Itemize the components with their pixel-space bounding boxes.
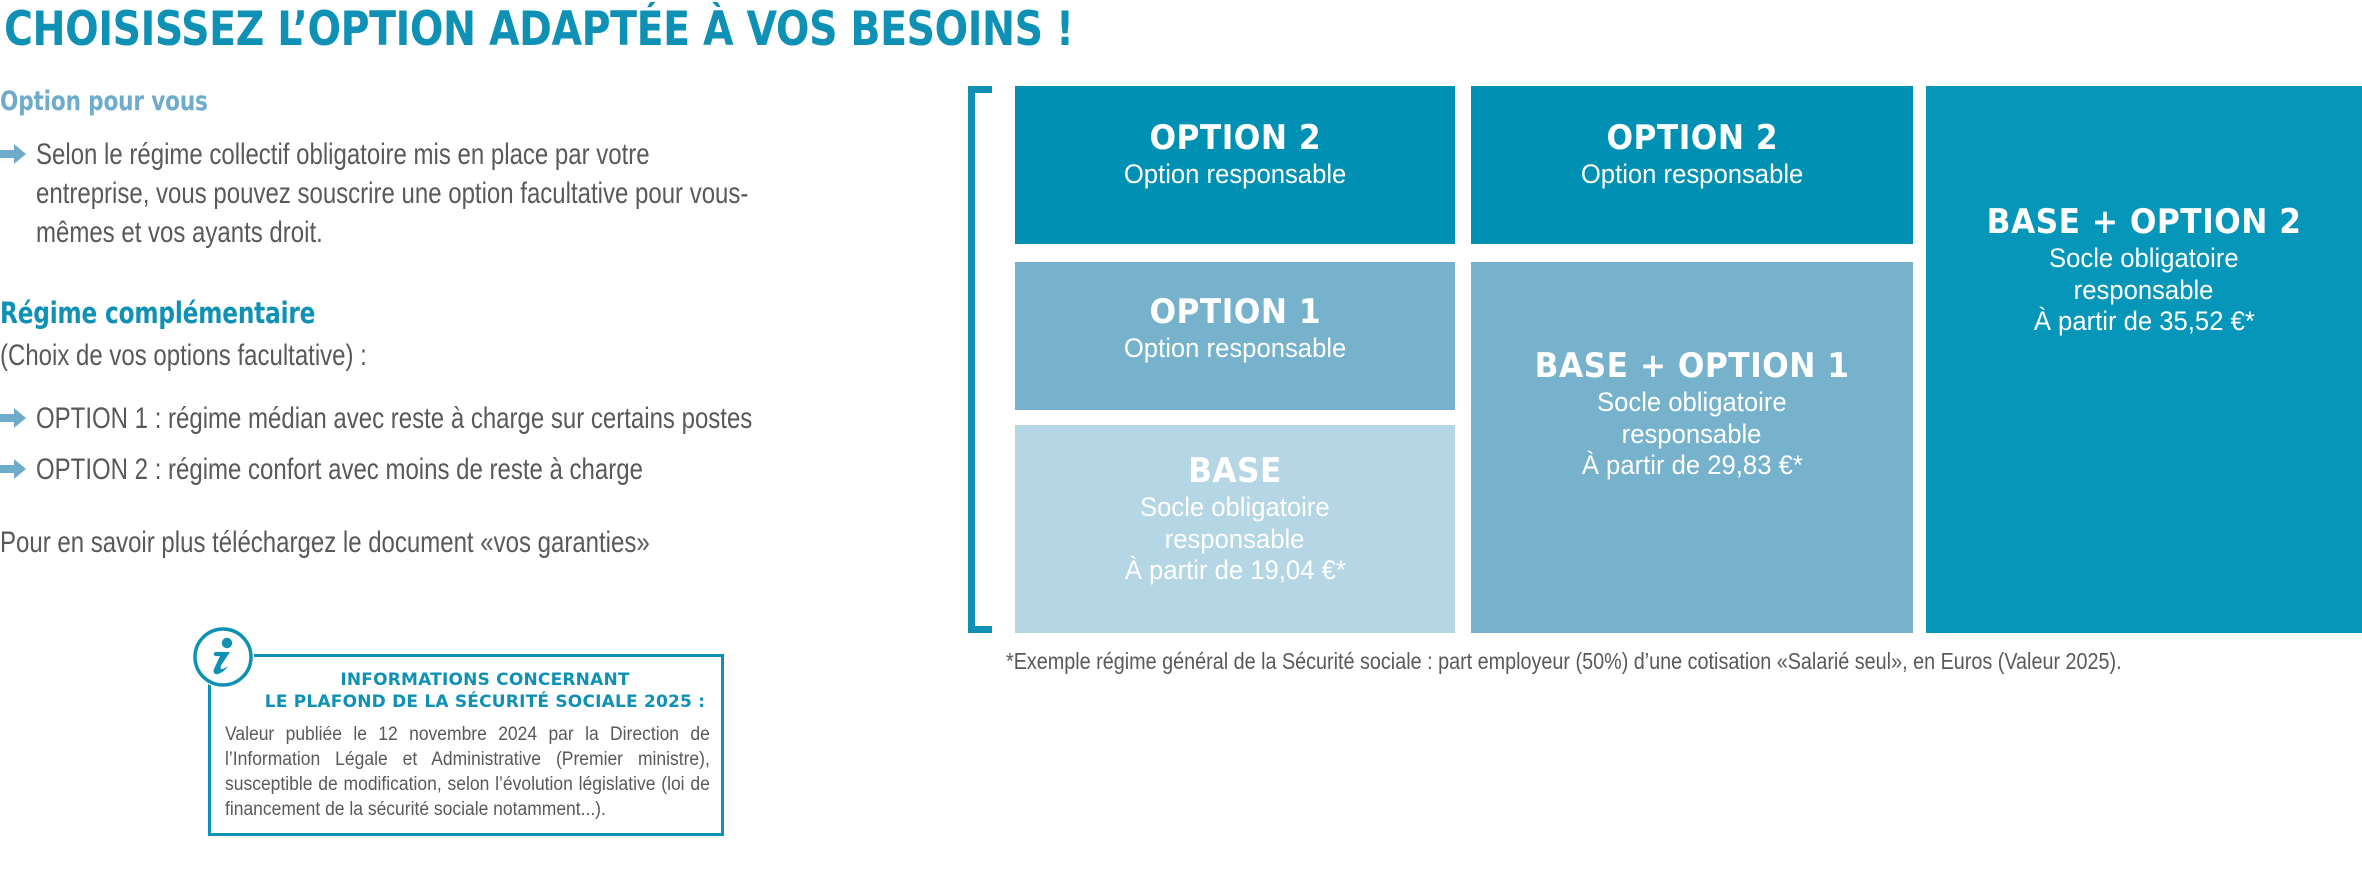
list-item: OPTION 2 : régime confort avec moins de … <box>0 450 950 489</box>
section-heading-option-pour-vous: Option pour vous <box>0 86 208 117</box>
left-content-column: Option pour vous Selon le régime collect… <box>0 86 950 562</box>
info-box-title-line-1: INFORMATIONS CONCERNANT <box>340 670 630 690</box>
info-box-title-line-2: LE PLAFOND DE LA SÉCURITÉ SOCIALE 2025 : <box>264 692 706 713</box>
info-circle-icon <box>192 626 254 688</box>
block-title: OPTION 2 <box>1606 118 1778 158</box>
block-price: À partir de 29,83 €* <box>1581 450 1803 481</box>
download-guarantees-text: Pour en savoir plus téléchargez le docum… <box>0 526 650 559</box>
block-subtitle: Option responsable <box>1123 158 1347 189</box>
info-callout-box: INFORMATIONS CONCERNANT LE PLAFOND DE LA… <box>208 654 724 836</box>
info-box-body: Valeur publiée le 12 novembre 2024 par l… <box>225 724 710 821</box>
left-bracket-decoration <box>968 86 992 633</box>
block-subtitle-line-1: Socle obligatoire <box>1140 491 1330 522</box>
arrow-right-icon <box>0 459 26 479</box>
block-subtitle-line-1: Socle obligatoire <box>1597 386 1787 417</box>
option-1-description: OPTION 1 : régime médian avec reste à ch… <box>36 402 753 435</box>
block-option-2-col2[interactable]: OPTION 2 Option responsable <box>1471 86 1913 244</box>
arrow-right-icon <box>0 144 26 164</box>
options-diagram: OPTION 2 Option responsable OPTION 1 Opt… <box>968 86 2362 636</box>
block-base-plus-option-1[interactable]: BASE + OPTION 1 Socle obligatoire respon… <box>1471 262 1913 633</box>
block-title: BASE + OPTION 1 <box>1534 346 1850 386</box>
block-subtitle: Option responsable <box>1123 332 1347 363</box>
section-subheading: (Choix de vos options facultative) : <box>0 339 367 372</box>
block-base-col1[interactable]: BASE Socle obligatoire responsable À par… <box>1015 425 1455 633</box>
option-2-description: OPTION 2 : régime confort avec moins de … <box>36 453 643 486</box>
block-subtitle-line-2: responsable <box>1165 523 1305 554</box>
info-box-title: INFORMATIONS CONCERNANT LE PLAFOND DE LA… <box>263 669 707 713</box>
block-price: À partir de 35,52 €* <box>2033 306 2255 337</box>
block-subtitle-line-2: responsable <box>2074 274 2214 305</box>
section-heading-regime-complementaire: Régime complémentaire <box>0 296 316 330</box>
page-title: CHOISISSEZ L’OPTION ADAPTÉE À VOS BESOIN… <box>4 2 1074 57</box>
block-title: BASE + OPTION 2 <box>1986 202 2302 242</box>
block-subtitle-line-2: responsable <box>1622 418 1762 449</box>
intro-paragraph: Selon le régime collectif obligatoire mi… <box>36 138 749 249</box>
arrow-right-icon <box>0 408 26 428</box>
block-subtitle-line-1: Socle obligatoire <box>2049 242 2239 273</box>
intro-paragraph-row: Selon le régime collectif obligatoire mi… <box>0 135 950 252</box>
footnote: *Exemple régime général de la Sécurité s… <box>1006 648 2122 674</box>
list-item: OPTION 1 : régime médian avec reste à ch… <box>0 399 950 438</box>
block-option-1-col1[interactable]: OPTION 1 Option responsable <box>1015 262 1455 410</box>
block-title: OPTION 2 <box>1149 118 1321 158</box>
block-base-plus-option-2[interactable]: BASE + OPTION 2 Socle obligatoire respon… <box>1926 86 2362 633</box>
block-subtitle: Option responsable <box>1580 158 1804 189</box>
block-price: À partir de 19,04 €* <box>1124 555 1346 586</box>
block-option-2-col1[interactable]: OPTION 2 Option responsable <box>1015 86 1455 244</box>
block-title: OPTION 1 <box>1149 292 1321 332</box>
block-title: BASE <box>1188 451 1282 491</box>
